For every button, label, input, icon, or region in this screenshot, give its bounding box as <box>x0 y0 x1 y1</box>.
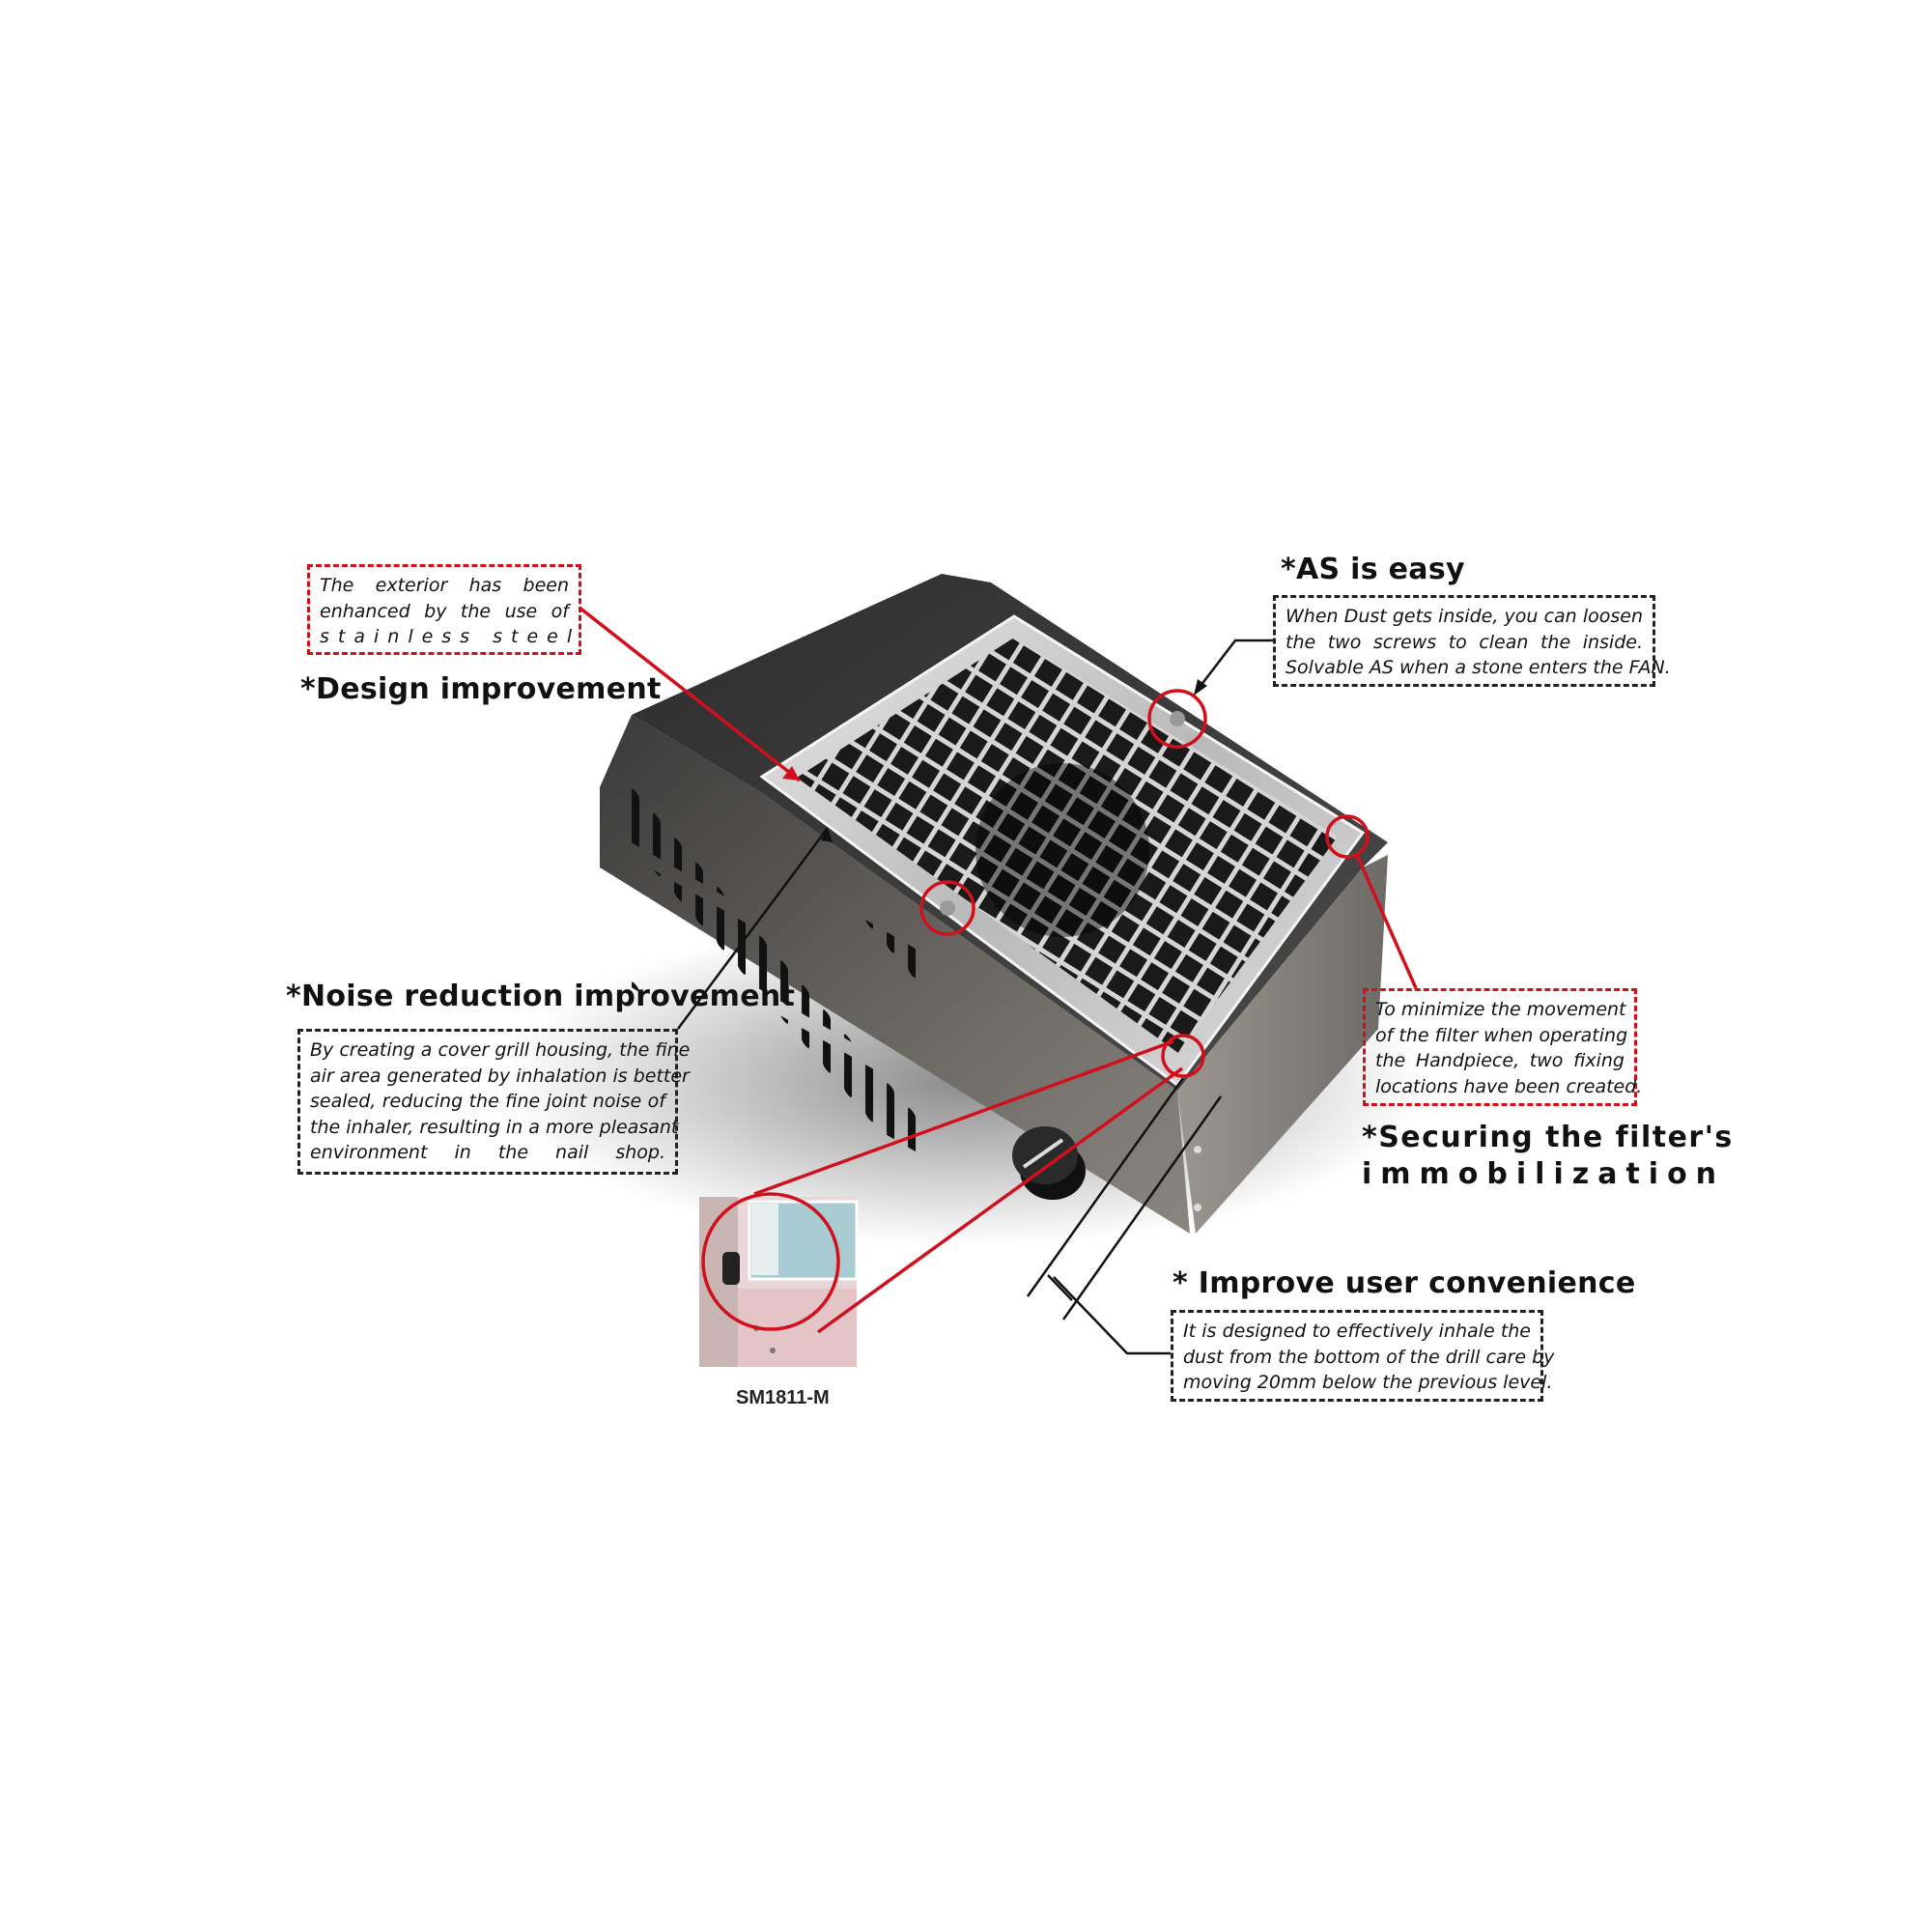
noise-line: air area generated by inhalation is bett… <box>310 1065 690 1087</box>
power-knob <box>1012 1126 1086 1200</box>
noise-line: the inhaler, resulting in a more pleasan… <box>310 1116 679 1138</box>
convenience-description-box: It is designed to effectively inhale the… <box>1171 1310 1555 1402</box>
filter-description-box: To minimize the movement of the filter w… <box>1363 988 1643 1106</box>
fixing-highlight-right <box>1325 814 1370 859</box>
noise-line: environment in the nail shop. <box>310 1142 665 1163</box>
red-annotations <box>578 606 1418 1334</box>
fixing-highlight-bottom <box>1161 1034 1205 1078</box>
inset-caption: SM1811-M <box>736 1387 830 1408</box>
noise-line: By creating a cover grill housing, the f… <box>310 1039 691 1061</box>
filter-line: the Handpiece, two fixing <box>1375 1050 1624 1071</box>
inset-highlight <box>701 1192 840 1331</box>
inset-photo <box>699 1197 859 1367</box>
as-easy-description-box: When Dust gets inside, you can loosen th… <box>1273 595 1671 687</box>
design-line: enhanced by the use of <box>320 600 569 622</box>
filter-line: locations have been created. <box>1375 1075 1643 1097</box>
design-line: stainless steel <box>320 626 581 647</box>
black-leaders <box>676 639 1273 1355</box>
convenience-line: dust from the bottom of the drill care b… <box>1183 1346 1555 1368</box>
side-vents <box>628 782 918 1153</box>
housing-front-side <box>1177 855 1388 1234</box>
noise-description-box: By creating a cover grill housing, the f… <box>297 1029 691 1175</box>
as-easy-line: When Dust gets inside, you can loosen <box>1285 606 1643 627</box>
as-easy-title: *AS is easy <box>1281 553 1465 586</box>
design-title: *Design improvement <box>300 672 662 706</box>
screw-highlight-left <box>919 880 975 936</box>
filter-title-line2: immobilization <box>1362 1157 1726 1191</box>
filter-line: To minimize the movement <box>1375 999 1626 1020</box>
design-line: The exterior has been <box>320 575 569 596</box>
design-description-box: The exterior has been enhanced by the us… <box>307 564 581 655</box>
convenience-title: * Improve user convenience <box>1172 1266 1636 1300</box>
as-easy-line: the two screws to clean the inside. <box>1285 631 1643 653</box>
filter-line: of the filter when operating <box>1375 1024 1628 1046</box>
filter-title-line1: *Securing the filter's <box>1362 1121 1734 1154</box>
convenience-line: moving 20mm below the previous level. <box>1183 1372 1553 1393</box>
noise-title: *Noise reduction improvement <box>286 980 796 1013</box>
screw-highlight-top <box>1147 689 1207 749</box>
noise-line: sealed, reducing the fine joint noise of <box>310 1091 665 1112</box>
as-easy-line: Solvable AS when a stone enters the FAN. <box>1285 657 1671 678</box>
convenience-line: It is designed to effectively inhale the <box>1183 1321 1531 1342</box>
